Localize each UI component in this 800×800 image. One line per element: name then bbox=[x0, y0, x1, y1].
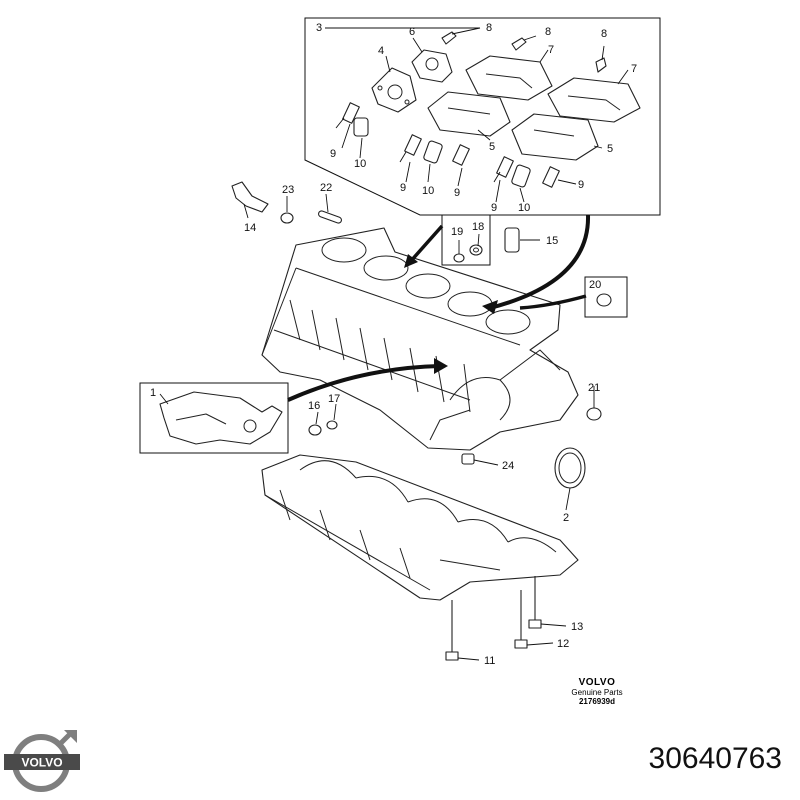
callout-18: 18 bbox=[472, 221, 484, 233]
seal-19 bbox=[453, 253, 465, 263]
plate-7a bbox=[465, 55, 553, 101]
logo-wordmark: VOLVO bbox=[21, 756, 62, 770]
bolt-8a bbox=[441, 27, 481, 45]
bolt-13 bbox=[528, 576, 542, 629]
plug-21 bbox=[586, 407, 602, 421]
callout-22: 22 bbox=[320, 182, 332, 194]
solenoid-9e bbox=[542, 166, 560, 188]
inset-box-top bbox=[304, 17, 661, 216]
arrow-top-to-block bbox=[482, 214, 591, 314]
callout-9-d: 9 bbox=[491, 202, 497, 214]
callout-11: 11 bbox=[484, 655, 495, 667]
plate-4 bbox=[371, 67, 417, 113]
solenoid-9d bbox=[493, 156, 514, 183]
brand-code: 2176939d bbox=[578, 697, 616, 706]
plug-18 bbox=[469, 244, 483, 256]
part-number: 30640763 bbox=[648, 742, 782, 775]
solenoid-9a bbox=[335, 102, 360, 129]
leader-lines bbox=[159, 27, 629, 661]
callout-1: 1 bbox=[150, 387, 156, 399]
callout-10-c: 10 bbox=[518, 202, 530, 214]
callout-7-right: 7 bbox=[631, 63, 637, 75]
solenoid-9c bbox=[452, 144, 470, 166]
bolt-11 bbox=[445, 600, 459, 661]
brand-subtitle: Genuine Parts bbox=[571, 688, 623, 697]
sleeve-10a bbox=[353, 117, 369, 137]
callout-10-b: 10 bbox=[422, 185, 434, 197]
seal-2 bbox=[554, 447, 586, 489]
solenoid-9b bbox=[399, 134, 422, 163]
sleeve-15 bbox=[504, 227, 520, 253]
bolt-8b bbox=[511, 35, 537, 51]
callout-15: 15 bbox=[546, 235, 558, 247]
callout-20: 20 bbox=[589, 279, 601, 291]
callout-8-mid: 8 bbox=[545, 26, 551, 38]
callout-7-mid: 7 bbox=[548, 44, 554, 56]
callout-9-a: 9 bbox=[330, 148, 336, 160]
arrow-20-to-block bbox=[519, 294, 587, 310]
callout-labels: 3 8 6 8 8 4 7 7 5 5 9 10 9 10 9 9 10 9 2… bbox=[150, 22, 637, 667]
arrow-19-to-block bbox=[404, 224, 444, 268]
callout-2: 2 bbox=[563, 512, 569, 524]
callout-8-right: 8 bbox=[601, 28, 607, 40]
callout-6: 6 bbox=[409, 26, 415, 38]
arrow-1-to-block bbox=[287, 358, 448, 402]
callout-10-a: 10 bbox=[354, 158, 366, 170]
callout-9-b: 9 bbox=[400, 182, 406, 194]
plate-5a bbox=[427, 91, 511, 137]
callout-9-c: 9 bbox=[454, 187, 460, 199]
plug-20 bbox=[596, 293, 612, 307]
callout-17: 17 bbox=[328, 393, 340, 405]
inset-box-1 bbox=[139, 382, 289, 454]
pin-24 bbox=[461, 453, 475, 465]
callout-4: 4 bbox=[378, 45, 384, 57]
callout-14: 14 bbox=[244, 222, 256, 234]
brand-name: VOLVO bbox=[578, 677, 616, 688]
pin-22 bbox=[317, 210, 343, 224]
ring-17 bbox=[326, 420, 338, 430]
bolt-8c bbox=[595, 45, 607, 73]
callout-5-mid: 5 bbox=[489, 141, 495, 153]
callout-23: 23 bbox=[282, 184, 294, 196]
callout-5-right: 5 bbox=[607, 143, 613, 155]
callout-3: 3 bbox=[316, 22, 322, 34]
engine-block-lower bbox=[261, 454, 579, 601]
callout-9-e: 9 bbox=[578, 179, 584, 191]
inset-box-19-18 bbox=[441, 214, 491, 266]
plate-6 bbox=[411, 49, 453, 83]
ring-23 bbox=[280, 212, 294, 224]
plate-7b bbox=[547, 77, 641, 123]
sleeve-10b bbox=[423, 140, 443, 164]
sleeve-10c bbox=[511, 164, 531, 188]
volvo-logo: VOLVO bbox=[4, 730, 80, 792]
plate-5b bbox=[511, 113, 599, 161]
callout-13: 13 bbox=[571, 621, 583, 633]
bracket-1 bbox=[159, 391, 283, 445]
engine-block-upper bbox=[261, 227, 579, 451]
callout-19: 19 bbox=[451, 226, 463, 238]
callout-24: 24 bbox=[502, 460, 514, 472]
callout-12: 12 bbox=[557, 638, 569, 650]
plug-16 bbox=[308, 424, 322, 436]
callout-21: 21 bbox=[588, 382, 600, 394]
bolt-12 bbox=[514, 590, 528, 649]
callout-8-top: 8 bbox=[486, 22, 492, 34]
valve-14 bbox=[231, 181, 269, 213]
brand-block: VOLVO Genuine Parts 2176939d bbox=[557, 677, 637, 706]
callout-16: 16 bbox=[308, 400, 320, 412]
